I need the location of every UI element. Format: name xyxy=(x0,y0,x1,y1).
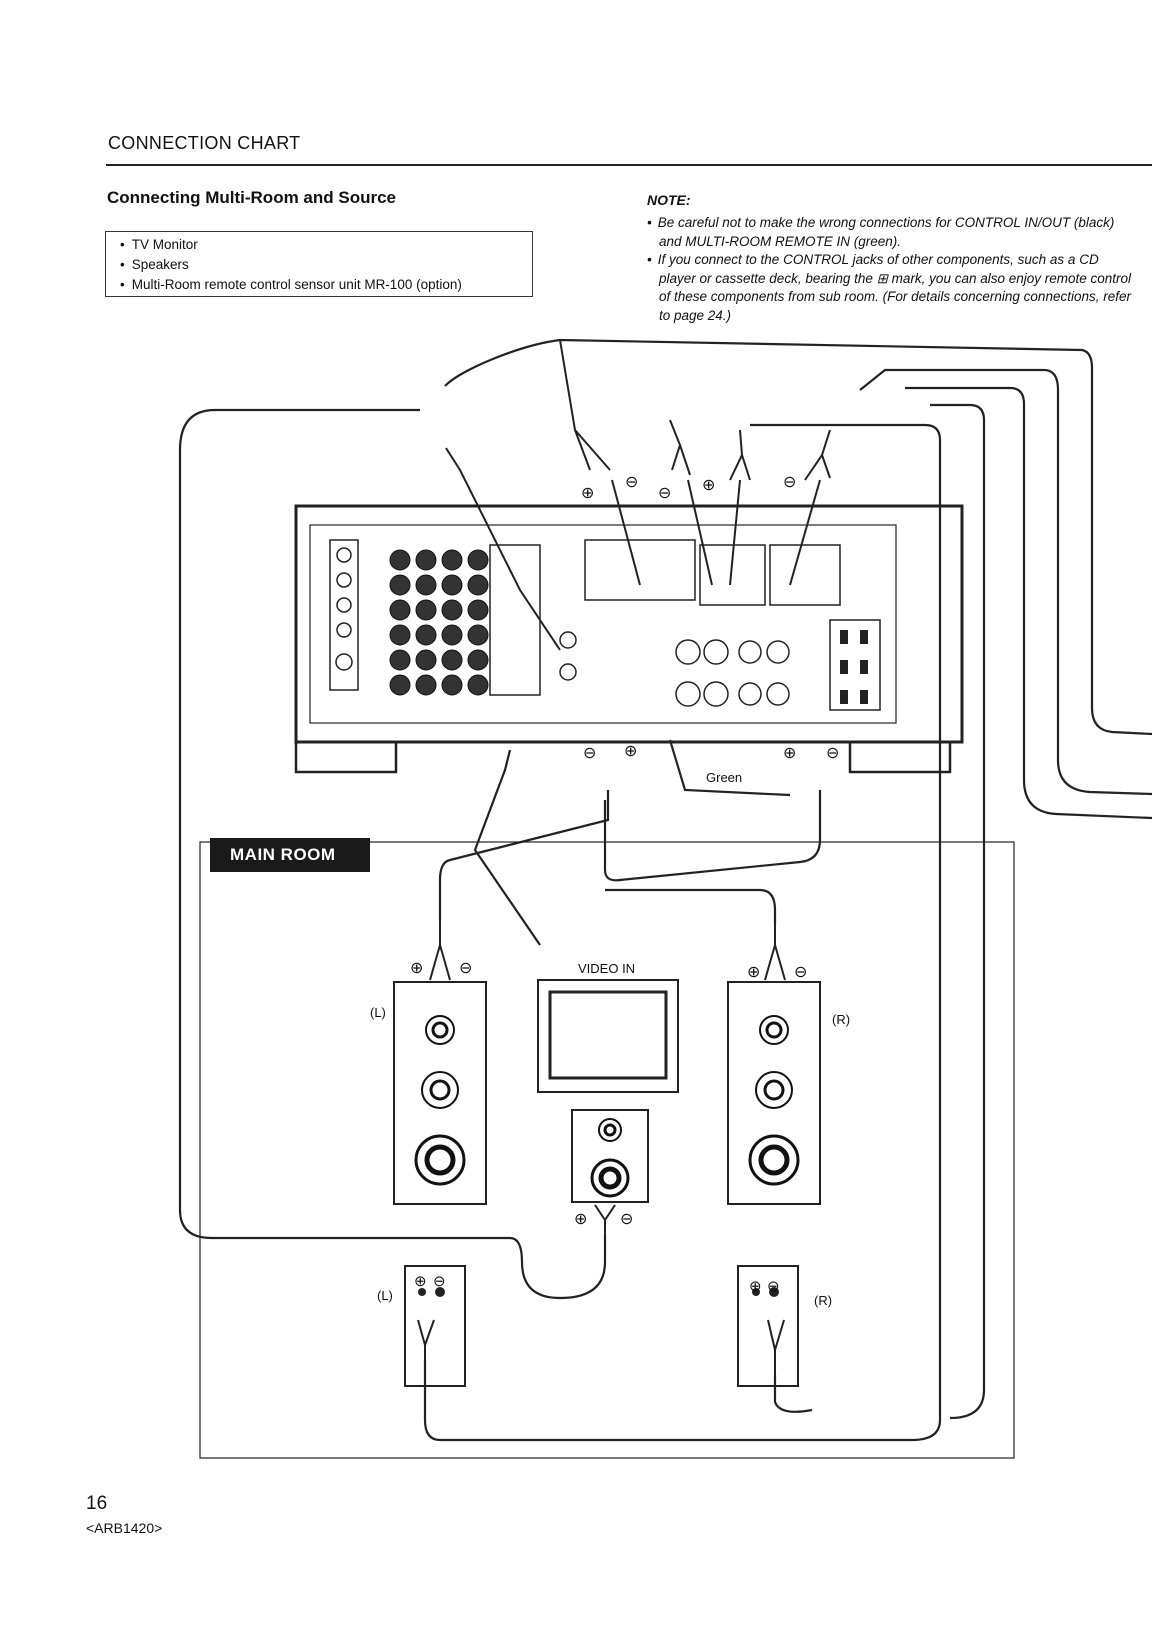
polarity-minus: ⊖ xyxy=(783,474,797,491)
cable-outer-left xyxy=(444,338,1152,736)
polarity-plus: ⊕ xyxy=(747,964,761,981)
sensor-right xyxy=(737,1265,799,1387)
polarity-minus: ⊖ xyxy=(826,745,840,762)
speaker-left xyxy=(393,981,487,1205)
polarity-plus: ⊕ xyxy=(574,1211,588,1228)
cable-main-right-2 xyxy=(605,888,777,925)
polarity-plus: ⊕ xyxy=(624,743,638,760)
speaker-right-label: (R) xyxy=(832,1012,851,1027)
polarity-minus: ⊖ xyxy=(658,485,672,502)
list-item: TV Monitor xyxy=(120,235,532,255)
list-item: Multi-Room remote control sensor unit MR… xyxy=(120,275,532,295)
sensor-left-label: (L) xyxy=(377,1288,393,1303)
cable-video xyxy=(473,749,541,946)
polarity-plus: ⊕ xyxy=(581,485,595,502)
polarity-plus: ⊕ xyxy=(783,745,797,762)
list-item: Speakers xyxy=(120,255,532,275)
cable-right-3 xyxy=(930,403,986,1420)
green-cable-label: Green xyxy=(706,770,743,785)
polarity-plus: ⊕ xyxy=(414,1273,427,1290)
sensor-left xyxy=(404,1265,466,1387)
note-item: Be careful not to make the wrong connect… xyxy=(645,214,1137,251)
note-item: If you connect to the CONTROL jacks of o… xyxy=(645,251,1137,325)
cable-main-right xyxy=(603,790,822,882)
polarity-minus: ⊖ xyxy=(620,1211,634,1228)
cable-outer-left-2 xyxy=(178,408,607,1300)
receiver-outline xyxy=(294,504,964,744)
cable-right-4 xyxy=(423,423,942,1442)
cable-main-left xyxy=(438,790,610,920)
main-room-frame xyxy=(199,841,1015,1459)
polarity-minus: ⊖ xyxy=(459,960,473,977)
polarity-minus: ⊖ xyxy=(794,964,808,981)
cable-right-2 xyxy=(905,386,1152,820)
polarity-plus: ⊕ xyxy=(749,1278,762,1295)
polarity-plus: ⊕ xyxy=(410,960,424,977)
subheading: Connecting Multi-Room and Source xyxy=(107,188,396,207)
document-code: <ARB1420> xyxy=(86,1520,163,1536)
items-box: TV Monitor Speakers Multi-Room remote co… xyxy=(105,231,533,297)
header-rule xyxy=(106,164,1152,166)
cable-right-sensor xyxy=(773,1375,813,1413)
note-list: Be careful not to make the wrong connect… xyxy=(645,214,1137,325)
section-title: CONNECTION CHART xyxy=(108,133,301,153)
cable-right-1 xyxy=(859,368,1152,796)
polarity-minus: ⊖ xyxy=(767,1278,780,1295)
receiver-foot-left xyxy=(294,740,398,774)
main-room-label: MAIN ROOM xyxy=(210,838,370,872)
receiver-panel xyxy=(309,524,897,724)
polarity-minus: ⊖ xyxy=(625,474,639,491)
note-heading: NOTE: xyxy=(647,192,691,208)
polarity-minus: ⊖ xyxy=(583,745,597,762)
page-number: 16 xyxy=(86,1493,108,1514)
tv-monitor xyxy=(537,979,679,1093)
speaker-right xyxy=(727,981,821,1205)
cable-green xyxy=(668,739,791,797)
sensor-right-label: (R) xyxy=(814,1293,833,1308)
polarity-minus: ⊖ xyxy=(433,1273,446,1290)
speaker-left-label: (L) xyxy=(370,1005,386,1020)
center-speaker xyxy=(571,1109,649,1203)
video-in-label: VIDEO IN xyxy=(578,961,636,976)
items-list: TV Monitor Speakers Multi-Room remote co… xyxy=(120,235,532,295)
polarity-plus: ⊕ xyxy=(702,477,716,494)
receiver-foot-right xyxy=(848,740,952,774)
